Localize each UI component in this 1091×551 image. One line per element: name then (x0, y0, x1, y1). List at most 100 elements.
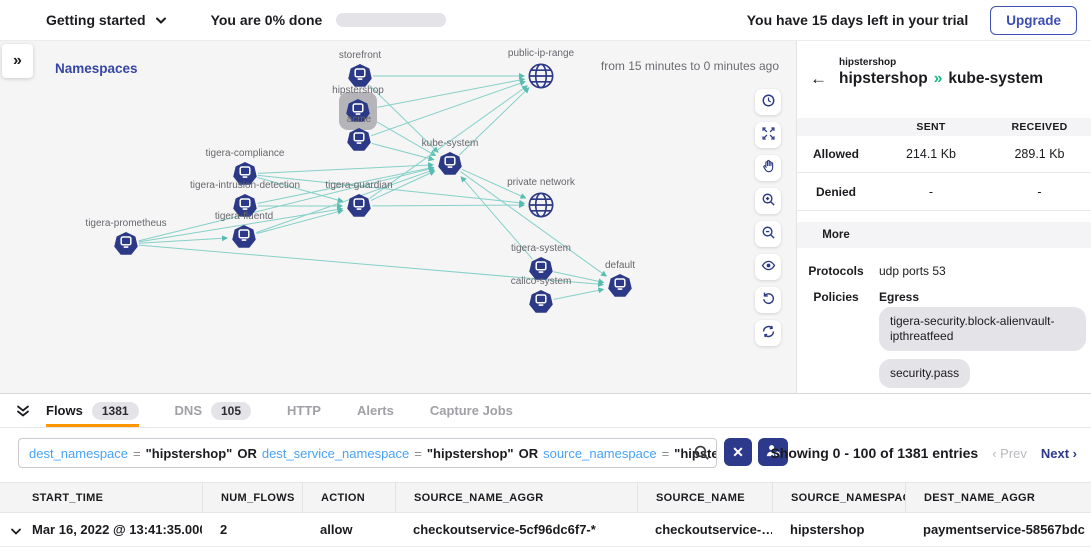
allowed-sent: 214.1 Kb (905, 147, 957, 161)
graph-node-tigera-compliance[interactable] (233, 162, 257, 186)
getting-started-menu[interactable]: Getting started (46, 12, 167, 28)
col-source-namespace[interactable]: SOURCE_NAMESPACE (772, 482, 918, 513)
main-area: » Namespaces from 15 minutes to 0 minute… (0, 40, 1091, 393)
graph-node-public-ip-range[interactable] (527, 62, 555, 90)
graph-node-label: tigera-intrusion-detection (189, 180, 301, 191)
graph-node-storefront[interactable] (348, 64, 372, 88)
globe-icon (527, 63, 555, 94)
more-section-header: More (797, 222, 1091, 248)
graph-node-label: acme (346, 114, 372, 125)
graph-node-label: private network (507, 177, 575, 188)
clear-filter-button[interactable]: ✕ (724, 438, 752, 466)
search-icon[interactable] (693, 444, 710, 466)
policy-chip[interactable]: tigera-security.block-alienvault-ipthrea… (879, 307, 1086, 351)
trial-progress-bar (336, 13, 447, 27)
namespace-icon (238, 165, 252, 184)
showing-entries-label: Showing 0 - 100 of 1381 entries (770, 445, 979, 461)
tab-alerts[interactable]: Alerts (357, 394, 394, 427)
undo-icon (761, 291, 776, 309)
visibility-button[interactable] (755, 254, 781, 280)
top-bar: Getting started You are 0% done You have… (0, 0, 1091, 40)
next-page-button[interactable]: Next › (1040, 445, 1077, 461)
zoom-in-button[interactable] (755, 188, 781, 214)
graph-edge (460, 176, 533, 260)
prev-page-button[interactable]: ‹ Prev (992, 445, 1027, 461)
graph-node-tigera-fluentd[interactable] (232, 225, 256, 249)
policies-label: Policies (813, 290, 859, 304)
graph-node-label: tigera-compliance (205, 148, 285, 159)
pan-icon (761, 159, 776, 177)
stats-header-row: SENT RECEIVED (797, 118, 1091, 136)
graph-node-label: storefront (338, 50, 382, 61)
denied-label: Denied (815, 184, 856, 199)
filter-settings-button[interactable] (758, 438, 788, 466)
zoom-out-icon (761, 225, 776, 243)
undo-button[interactable] (755, 287, 781, 313)
graph-node-tigera-system[interactable] (529, 257, 553, 281)
col-source-name[interactable]: SOURCE_NAME (637, 482, 772, 513)
cell-source-name-aggr: checkoutservice-5cf96dc6f7-* (413, 522, 596, 537)
graph-node-calico-system[interactable] (529, 290, 553, 314)
filter-token-field: dest_namespace (29, 445, 129, 461)
policy-chip[interactable]: security.pass (879, 359, 971, 388)
graph-node-tigera-guardian[interactable] (347, 194, 371, 218)
graph-edge (256, 168, 435, 234)
graph-node-tigera-prometheus[interactable] (114, 232, 138, 256)
graph-edge (553, 287, 605, 300)
table-row[interactable]: Mar 16, 2022 @ 13:41:35.000 2 allow chec… (0, 513, 1091, 547)
graph-node-hipstershop[interactable] (346, 99, 370, 123)
filter-token-op: = (133, 445, 141, 461)
getting-started-label: Getting started (46, 12, 146, 28)
row-expand-chevron-icon[interactable] (10, 523, 22, 541)
col-dest-name-aggr[interactable]: DEST_NAME_AGGR (905, 482, 1091, 513)
back-button[interactable]: ← (810, 69, 827, 88)
graph-node-tigera-intrusion-detection[interactable] (233, 194, 257, 218)
globe-icon (527, 192, 555, 223)
sidebar-expand-tab[interactable]: » (2, 44, 33, 78)
pan-button[interactable] (755, 155, 781, 181)
graph-edge (371, 202, 526, 209)
detail-title: hipstershop»kube-system (839, 70, 1043, 88)
received-header: RECEIVED (1011, 121, 1068, 133)
tab-http[interactable]: HTTP (287, 394, 321, 427)
graph-node-label: public-ip-range (507, 48, 575, 59)
graph-node-default[interactable] (608, 274, 632, 298)
zoom-out-button[interactable] (755, 221, 781, 247)
collapse-panel-button[interactable] (0, 394, 46, 427)
cell-source-namespace: hipstershop (790, 522, 865, 537)
graph-edge (458, 87, 530, 156)
graph-edge (461, 168, 527, 199)
col-source-name-aggr[interactable]: SOURCE_NAME_AGGR (395, 482, 637, 513)
upgrade-button[interactable]: Upgrade (990, 5, 1077, 35)
tab-capture-jobs[interactable]: Capture Jobs (430, 394, 513, 427)
cell-start-time: Mar 16, 2022 @ 13:41:35.000 (32, 522, 202, 537)
stats-row-allowed: Allowed 214.1 Kb 289.1 Kb (797, 136, 1091, 173)
stats-row-denied: Denied - - (797, 173, 1091, 211)
graph-edge (370, 77, 526, 110)
col-start-time[interactable]: START_TIME (0, 482, 202, 513)
graph-node-private-network[interactable] (527, 191, 555, 219)
col-num-flows[interactable]: NUM_FLOWS (202, 482, 302, 513)
graph-title: Namespaces (55, 61, 138, 76)
chevron-down-icon (155, 17, 166, 24)
detail-dest: kube-system (948, 70, 1044, 87)
refresh-button[interactable] (755, 320, 781, 346)
fit-view-button[interactable] (755, 122, 781, 148)
graph-edge (369, 85, 528, 199)
graph-edge (138, 166, 435, 242)
namespace-icon (534, 260, 548, 279)
graph-node-kube-system[interactable] (438, 152, 462, 176)
graph-node-acme[interactable] (347, 128, 371, 152)
filter-token-field: source_namespace (543, 445, 657, 461)
tab-count-badge: 105 (211, 401, 252, 420)
filter-token-op: = (414, 445, 422, 461)
filter-token-keyword: OR (518, 445, 539, 461)
history-button[interactable] (755, 89, 781, 115)
col-action[interactable]: ACTION (302, 482, 395, 513)
detail-source: hipstershop (839, 70, 928, 87)
